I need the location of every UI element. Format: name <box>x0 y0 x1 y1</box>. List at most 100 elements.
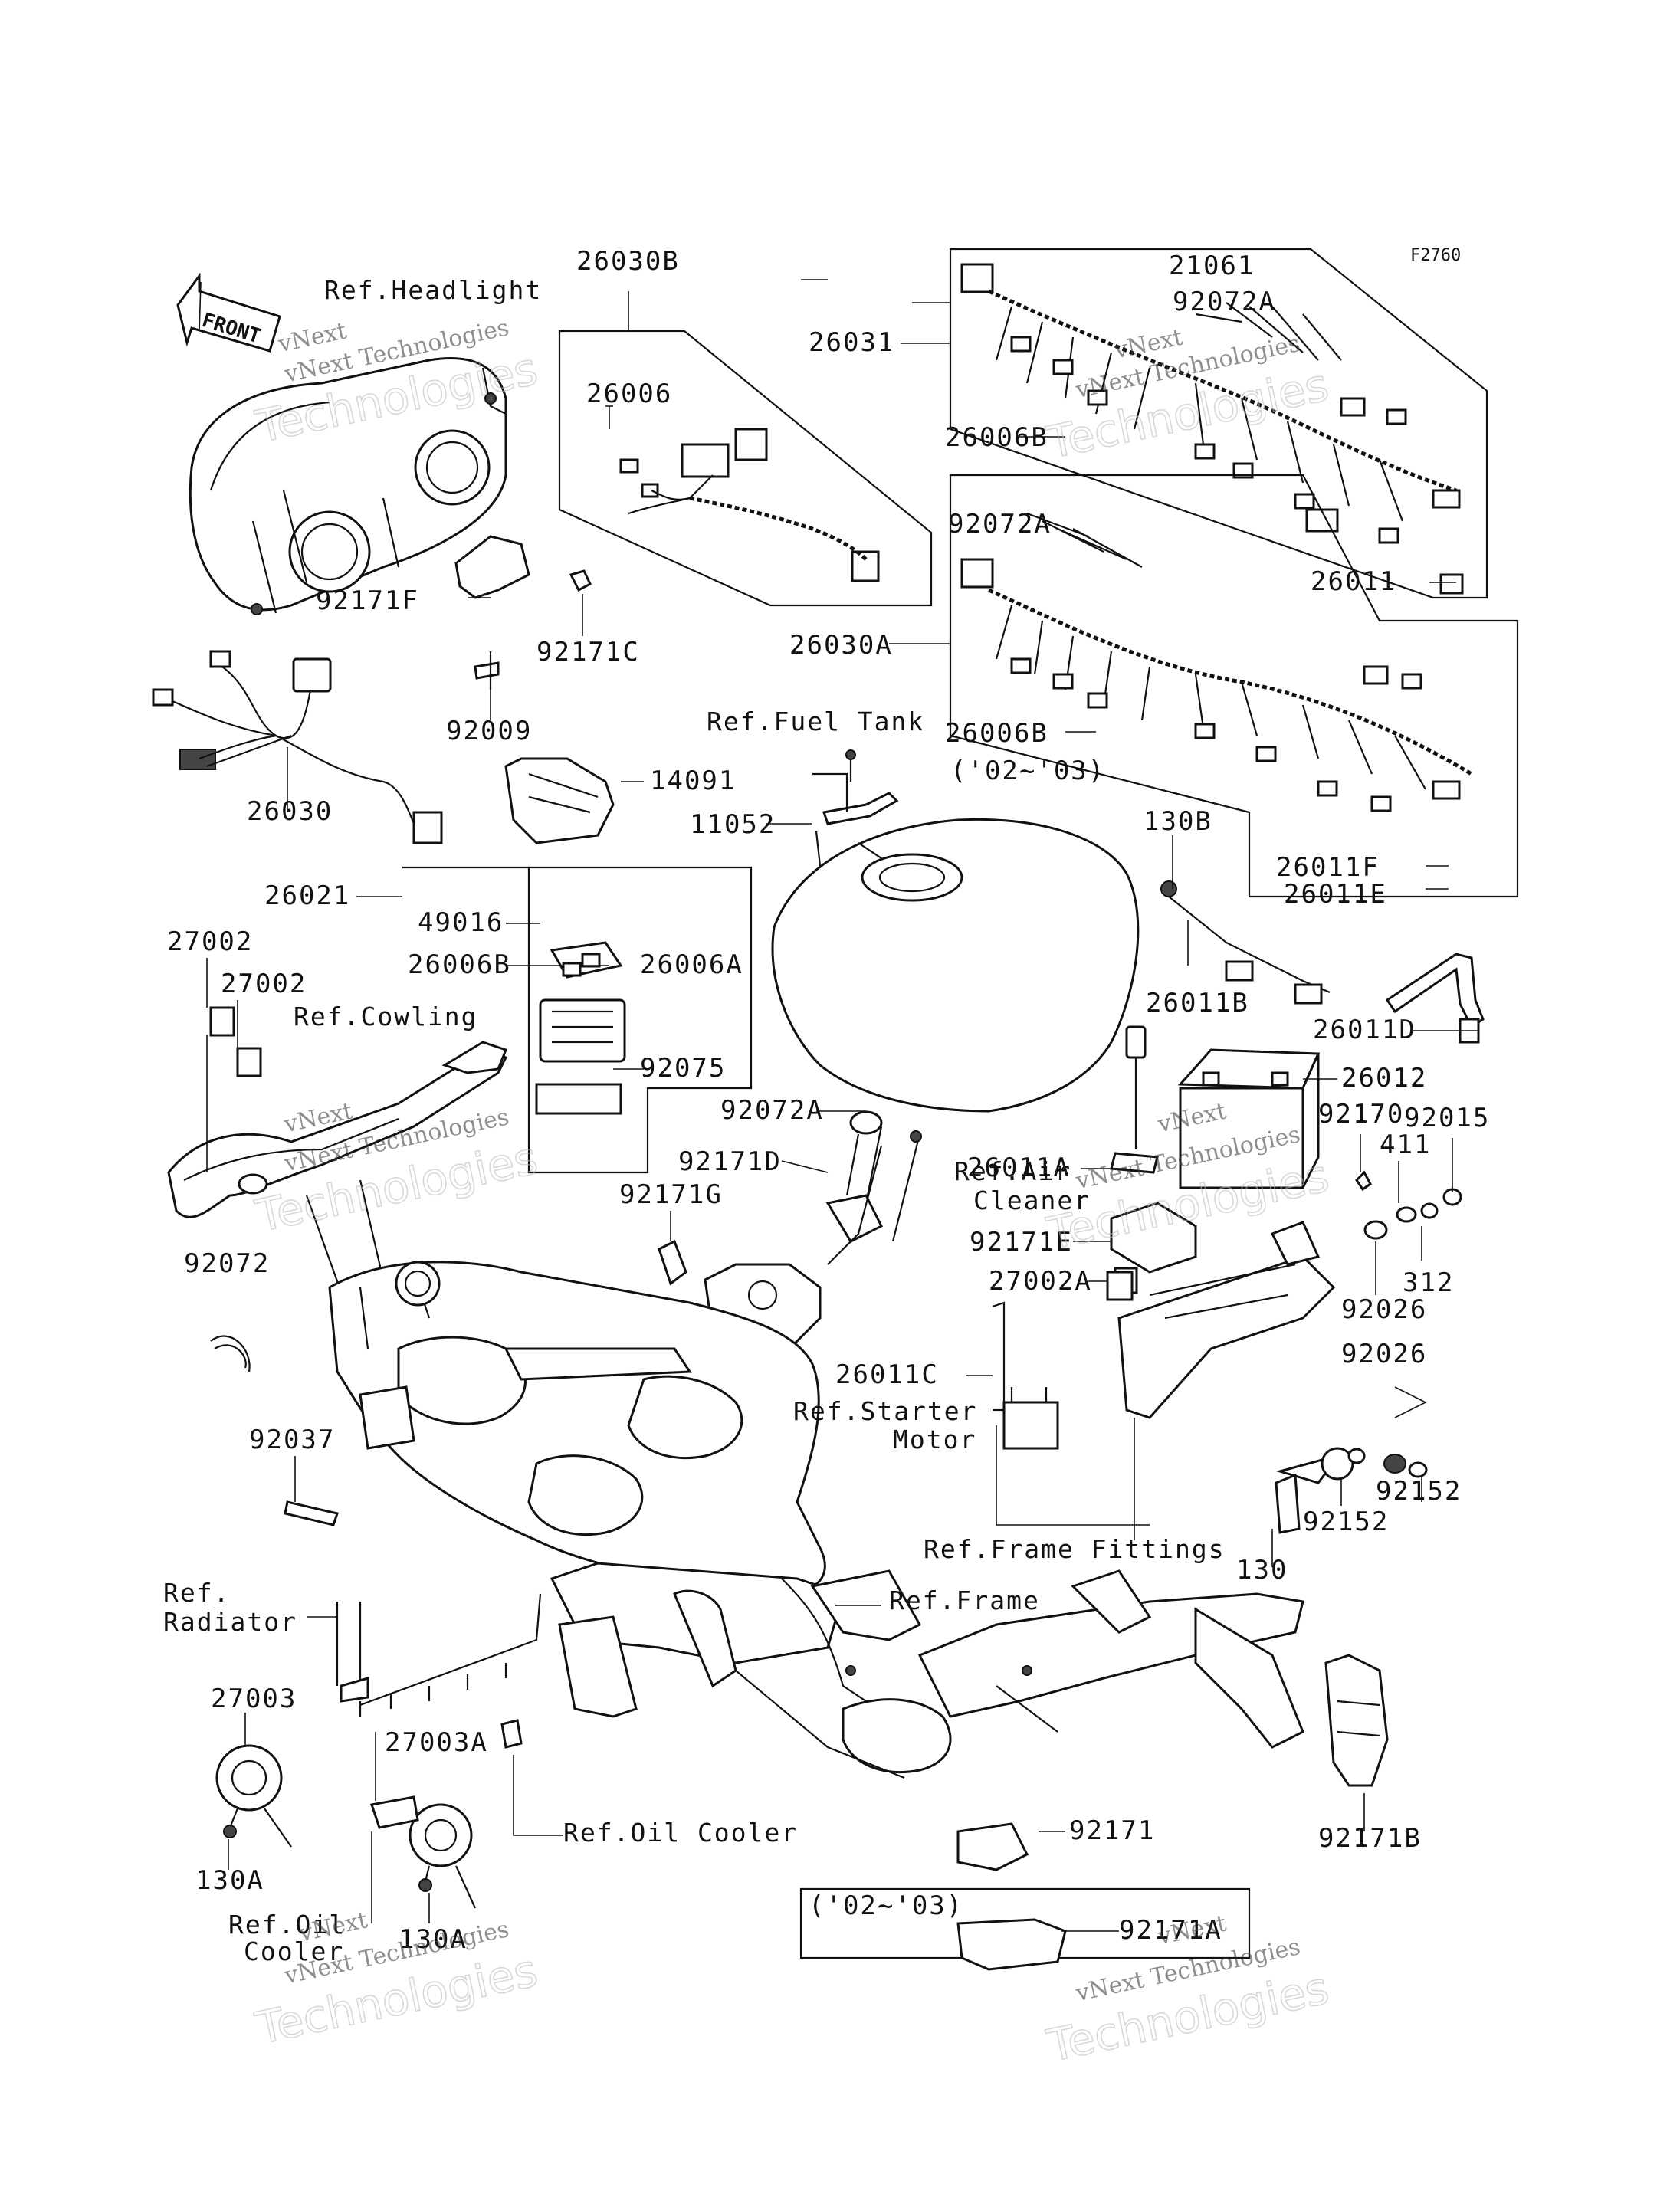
part-label-130a-b: 130A <box>399 1924 468 1955</box>
part-label-26011f: 26011F <box>1276 852 1380 883</box>
part-label-26030: 26030 <box>247 796 333 827</box>
part-label-26011a: 26011A <box>967 1153 1071 1183</box>
part-label-92072: 92072 <box>184 1248 270 1279</box>
part-label-26006a: 26006A <box>640 949 743 980</box>
headlight-assembly <box>189 356 507 615</box>
part-label-26011c: 26011C <box>835 1359 939 1390</box>
part-label-26006b-top: 26006B <box>945 422 1048 453</box>
headlight-bracket <box>454 535 592 690</box>
part-label-27002-a: 27002 <box>167 926 253 957</box>
horn-brackets <box>370 1719 523 1829</box>
harness-26030b-box <box>558 330 933 607</box>
horn-27003a <box>409 1803 477 1909</box>
part-label-26011d: 26011D <box>1313 1015 1416 1045</box>
part-label-92026-b: 92026 <box>1341 1339 1427 1369</box>
watermark-top-right: vNext vNext Technologies Technologies <box>1042 324 1334 470</box>
pad-92037 <box>284 1500 339 1526</box>
horn-27003 <box>215 1744 292 1848</box>
year-note-cover: ('02~'03) <box>809 1890 963 1921</box>
part-label-92015: 92015 <box>1404 1103 1490 1133</box>
starter-relay <box>992 1271 1134 1450</box>
cover-92171 <box>956 1822 1029 1871</box>
cover-92171a <box>799 1887 1251 1971</box>
part-label-26030b: 26030B <box>576 246 680 277</box>
sub-harness-26030 <box>152 650 443 844</box>
part-label-92171a: 92171A <box>1119 1915 1222 1946</box>
ref-oil-cooler: Ref.Oil Cooler <box>563 1818 798 1848</box>
part-label-26030a: 26030A <box>789 630 893 661</box>
ref-oil-cooler-b-line1: Ref.Oil <box>228 1910 346 1940</box>
part-label-49016: 49016 <box>418 907 504 938</box>
part-label-92037: 92037 <box>249 1425 335 1455</box>
ref-air-cleaner-line1: Ref.Air <box>954 1156 1071 1186</box>
ref-headlight: Ref.Headlight <box>324 275 542 305</box>
part-label-92171b: 92171B <box>1318 1823 1422 1854</box>
ref-frame: Ref.Frame <box>889 1585 1040 1615</box>
ref-frame-fittings: Ref.Frame Fittings <box>924 1534 1226 1564</box>
part-label-26012: 26012 <box>1341 1063 1427 1094</box>
part-label-130a-a: 130A <box>195 1865 264 1896</box>
part-label-92171e: 92171E <box>970 1227 1073 1258</box>
part-label-26006b-mid: 26006B <box>945 718 1048 749</box>
ref-radiator-line1: Ref. <box>163 1578 230 1608</box>
part-label-27002a: 27002A <box>989 1266 1092 1297</box>
ref-air-cleaner-line2: Cleaner <box>973 1185 1091 1215</box>
part-label-92072a-top: 92072A <box>1173 287 1276 317</box>
strap-92072 <box>210 1335 251 1372</box>
part-label-312: 312 <box>1403 1267 1454 1298</box>
harness-26031-box <box>949 248 1488 599</box>
part-label-11052: 11052 <box>690 809 776 840</box>
front-arrow-icon: FRONT <box>176 272 281 353</box>
year-note-harness: ('02~'03) <box>950 756 1105 786</box>
part-label-92171d: 92171D <box>678 1146 782 1177</box>
part-label-26031: 26031 <box>809 327 894 358</box>
ref-starter-motor-line2: Motor <box>893 1425 976 1454</box>
part-label-92152-a: 92152 <box>1376 1476 1462 1507</box>
part-label-411: 411 <box>1380 1130 1431 1160</box>
part-label-92026-a: 92026 <box>1341 1294 1427 1325</box>
cover-92171b <box>1324 1654 1389 1787</box>
ref-oil-cooler-b-line2: Cooler <box>244 1936 344 1966</box>
part-label-26021: 26021 <box>264 880 350 911</box>
ecu-group <box>402 757 753 1174</box>
ref-fuel-tank: Ref.Fuel Tank <box>707 707 924 736</box>
part-label-26006b-low: 26006B <box>408 949 511 980</box>
part-label-92171c: 92171C <box>536 637 640 667</box>
ref-cowling: Ref.Cowling <box>294 1002 478 1031</box>
radiator <box>336 1593 542 1717</box>
harness-26030a-box <box>949 474 1519 898</box>
watermark-bottom-right: vNext vNext Technologies Technologies <box>1042 1910 1334 2072</box>
air-cleaner-parts <box>658 1110 922 1350</box>
part-label-92171f: 92171F <box>316 585 419 616</box>
part-label-26006: 26006 <box>586 379 672 409</box>
main-frame <box>328 1261 1304 1779</box>
part-label-92075: 92075 <box>640 1053 726 1084</box>
part-label-92152-b: 92152 <box>1303 1507 1389 1537</box>
part-label-92170: 92170 <box>1318 1099 1404 1130</box>
part-label-26011e: 26011E <box>1284 879 1387 910</box>
part-label-92072a-mid: 92072A <box>948 509 1052 539</box>
part-label-27003a: 27003A <box>385 1727 488 1758</box>
part-label-92009: 92009 <box>446 716 532 746</box>
part-label-27002-b: 27002 <box>221 969 307 999</box>
lead-26011a <box>1110 1025 1159 1174</box>
battery <box>1177 1048 1321 1189</box>
part-label-21061: 21061 <box>1169 251 1255 281</box>
part-label-92072a-low: 92072A <box>720 1095 824 1126</box>
bracket-11052 <box>812 749 899 825</box>
fuel-tank <box>771 818 1140 1113</box>
part-label-14091: 14091 <box>650 766 736 796</box>
part-label-130b: 130B <box>1144 806 1212 837</box>
figure-code: F2760 <box>1410 246 1461 265</box>
watermark-bottom-left: vNext vNext Technologies Technologies <box>251 1907 543 2055</box>
part-label-130: 130 <box>1236 1555 1288 1585</box>
part-label-92171g: 92171G <box>619 1179 723 1210</box>
ref-starter-motor-line1: Ref.Starter <box>793 1396 978 1426</box>
part-label-92171: 92171 <box>1069 1815 1155 1846</box>
ref-radiator-line2: Radiator <box>163 1607 297 1637</box>
watermark-mid-left: vNext vNext Technologies Technologies <box>251 1097 543 1243</box>
part-label-26011b: 26011B <box>1146 988 1249 1018</box>
part-label-26011: 26011 <box>1311 566 1396 597</box>
part-label-27003: 27003 <box>211 1684 297 1714</box>
